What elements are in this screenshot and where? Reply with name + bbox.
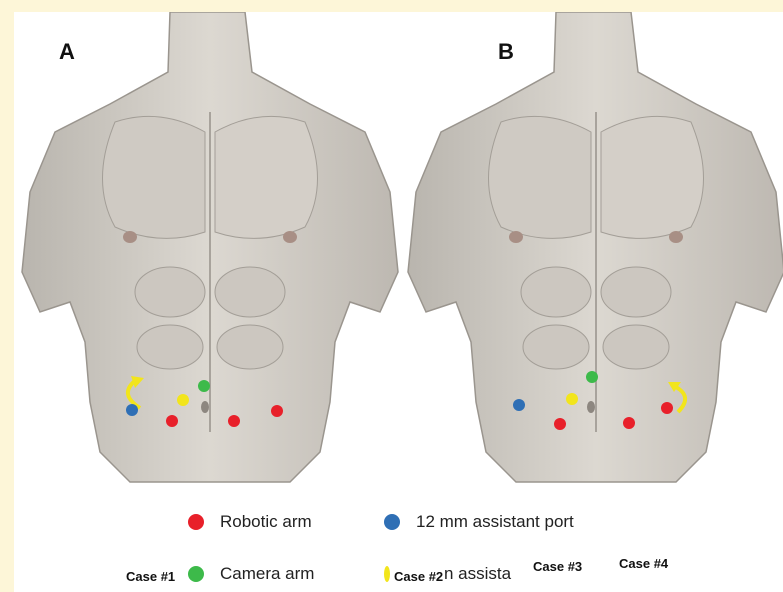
legend-assistant-12mm-label: 12 mm assistant port — [416, 512, 574, 532]
robotic-arm-port-a-3 — [271, 405, 283, 417]
case-label-3: Case #3 — [531, 558, 584, 575]
legend-camera-arm-label: Camera arm — [220, 564, 314, 584]
assistant-12mm-port-a — [126, 404, 138, 416]
port-markers-layer — [14, 12, 783, 592]
case-label-4: Case #4 — [617, 555, 670, 572]
camera-arm-port-b — [586, 371, 598, 383]
case-label-1: Case #1 — [124, 568, 177, 585]
robotic-arm-port-a-2 — [228, 415, 240, 427]
figure-panel: A B Robotic arm 12 mm assistant port — [14, 12, 783, 592]
legend-robotic-arm: Robotic arm — [188, 512, 312, 532]
assistant-small-port-a — [177, 394, 189, 406]
legend-camera-arm: Camera arm — [188, 564, 314, 584]
legend-robotic-arm-label: Robotic arm — [220, 512, 312, 532]
case-label-2: Case #2 — [392, 568, 445, 585]
robotic-arm-port-b-2 — [623, 417, 635, 429]
camera-arm-dot-icon — [188, 566, 204, 582]
robotic-arm-port-b-3 — [661, 402, 673, 414]
assistant-12mm-dot-icon — [384, 514, 400, 530]
assistant-12mm-port-b — [513, 399, 525, 411]
assistant-small-port-b — [566, 393, 578, 405]
robotic-arm-port-b-1 — [554, 418, 566, 430]
camera-arm-port-a — [198, 380, 210, 392]
legend-assistant-small-label: n assista — [444, 564, 511, 584]
robotic-arm-port-a-1 — [166, 415, 178, 427]
legend-assistant-12mm: 12 mm assistant port — [384, 512, 574, 532]
assistant-small-dot-icon — [384, 566, 390, 582]
curved-arrow-icon — [128, 376, 144, 408]
robotic-arm-dot-icon — [188, 514, 204, 530]
